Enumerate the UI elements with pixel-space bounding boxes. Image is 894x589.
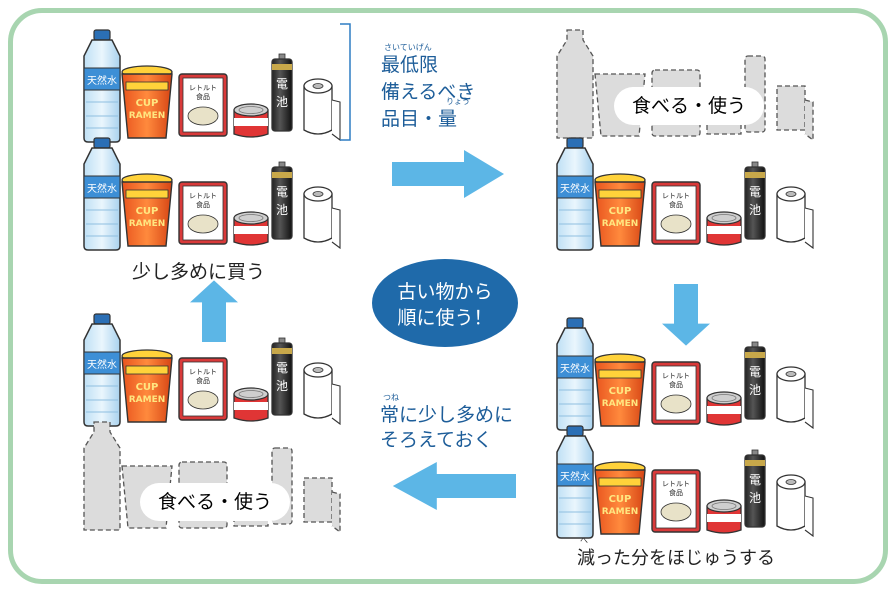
always-extra-line2: そろえておく: [380, 429, 493, 451]
eat-use-bubble-bottom: 食べる・使う: [140, 483, 290, 521]
essential-label-line1: 最低限: [381, 54, 439, 76]
arrow-right: [392, 150, 504, 198]
ruby-he: へ: [580, 536, 588, 545]
always-extra-line1: 常に少し多めに: [380, 404, 514, 426]
replenish-label: 減った分をほじゅうする: [577, 548, 775, 569]
arrow-left: [392, 462, 516, 510]
essential-label-line3: 品目・量: [381, 108, 458, 130]
center-message-badge: 古い物から 順に使う！: [372, 259, 518, 347]
ruby-ryou: りょう: [446, 97, 470, 106]
essential-label-line2: 備えるべき: [381, 81, 476, 103]
arrow-down: [662, 284, 710, 346]
bracket-line: [340, 23, 351, 141]
ruby-tsune: つね: [383, 393, 399, 402]
ruby-saiteigen: さいていげん: [384, 43, 432, 52]
center-line2: 順に使う！: [397, 307, 493, 329]
buy-more-label: 少し多めに買う: [132, 261, 266, 283]
eat-use-bubble-top: 食べる・使う: [614, 87, 764, 125]
arrow-up: [190, 280, 238, 342]
center-line1: 古い物から: [397, 281, 493, 303]
